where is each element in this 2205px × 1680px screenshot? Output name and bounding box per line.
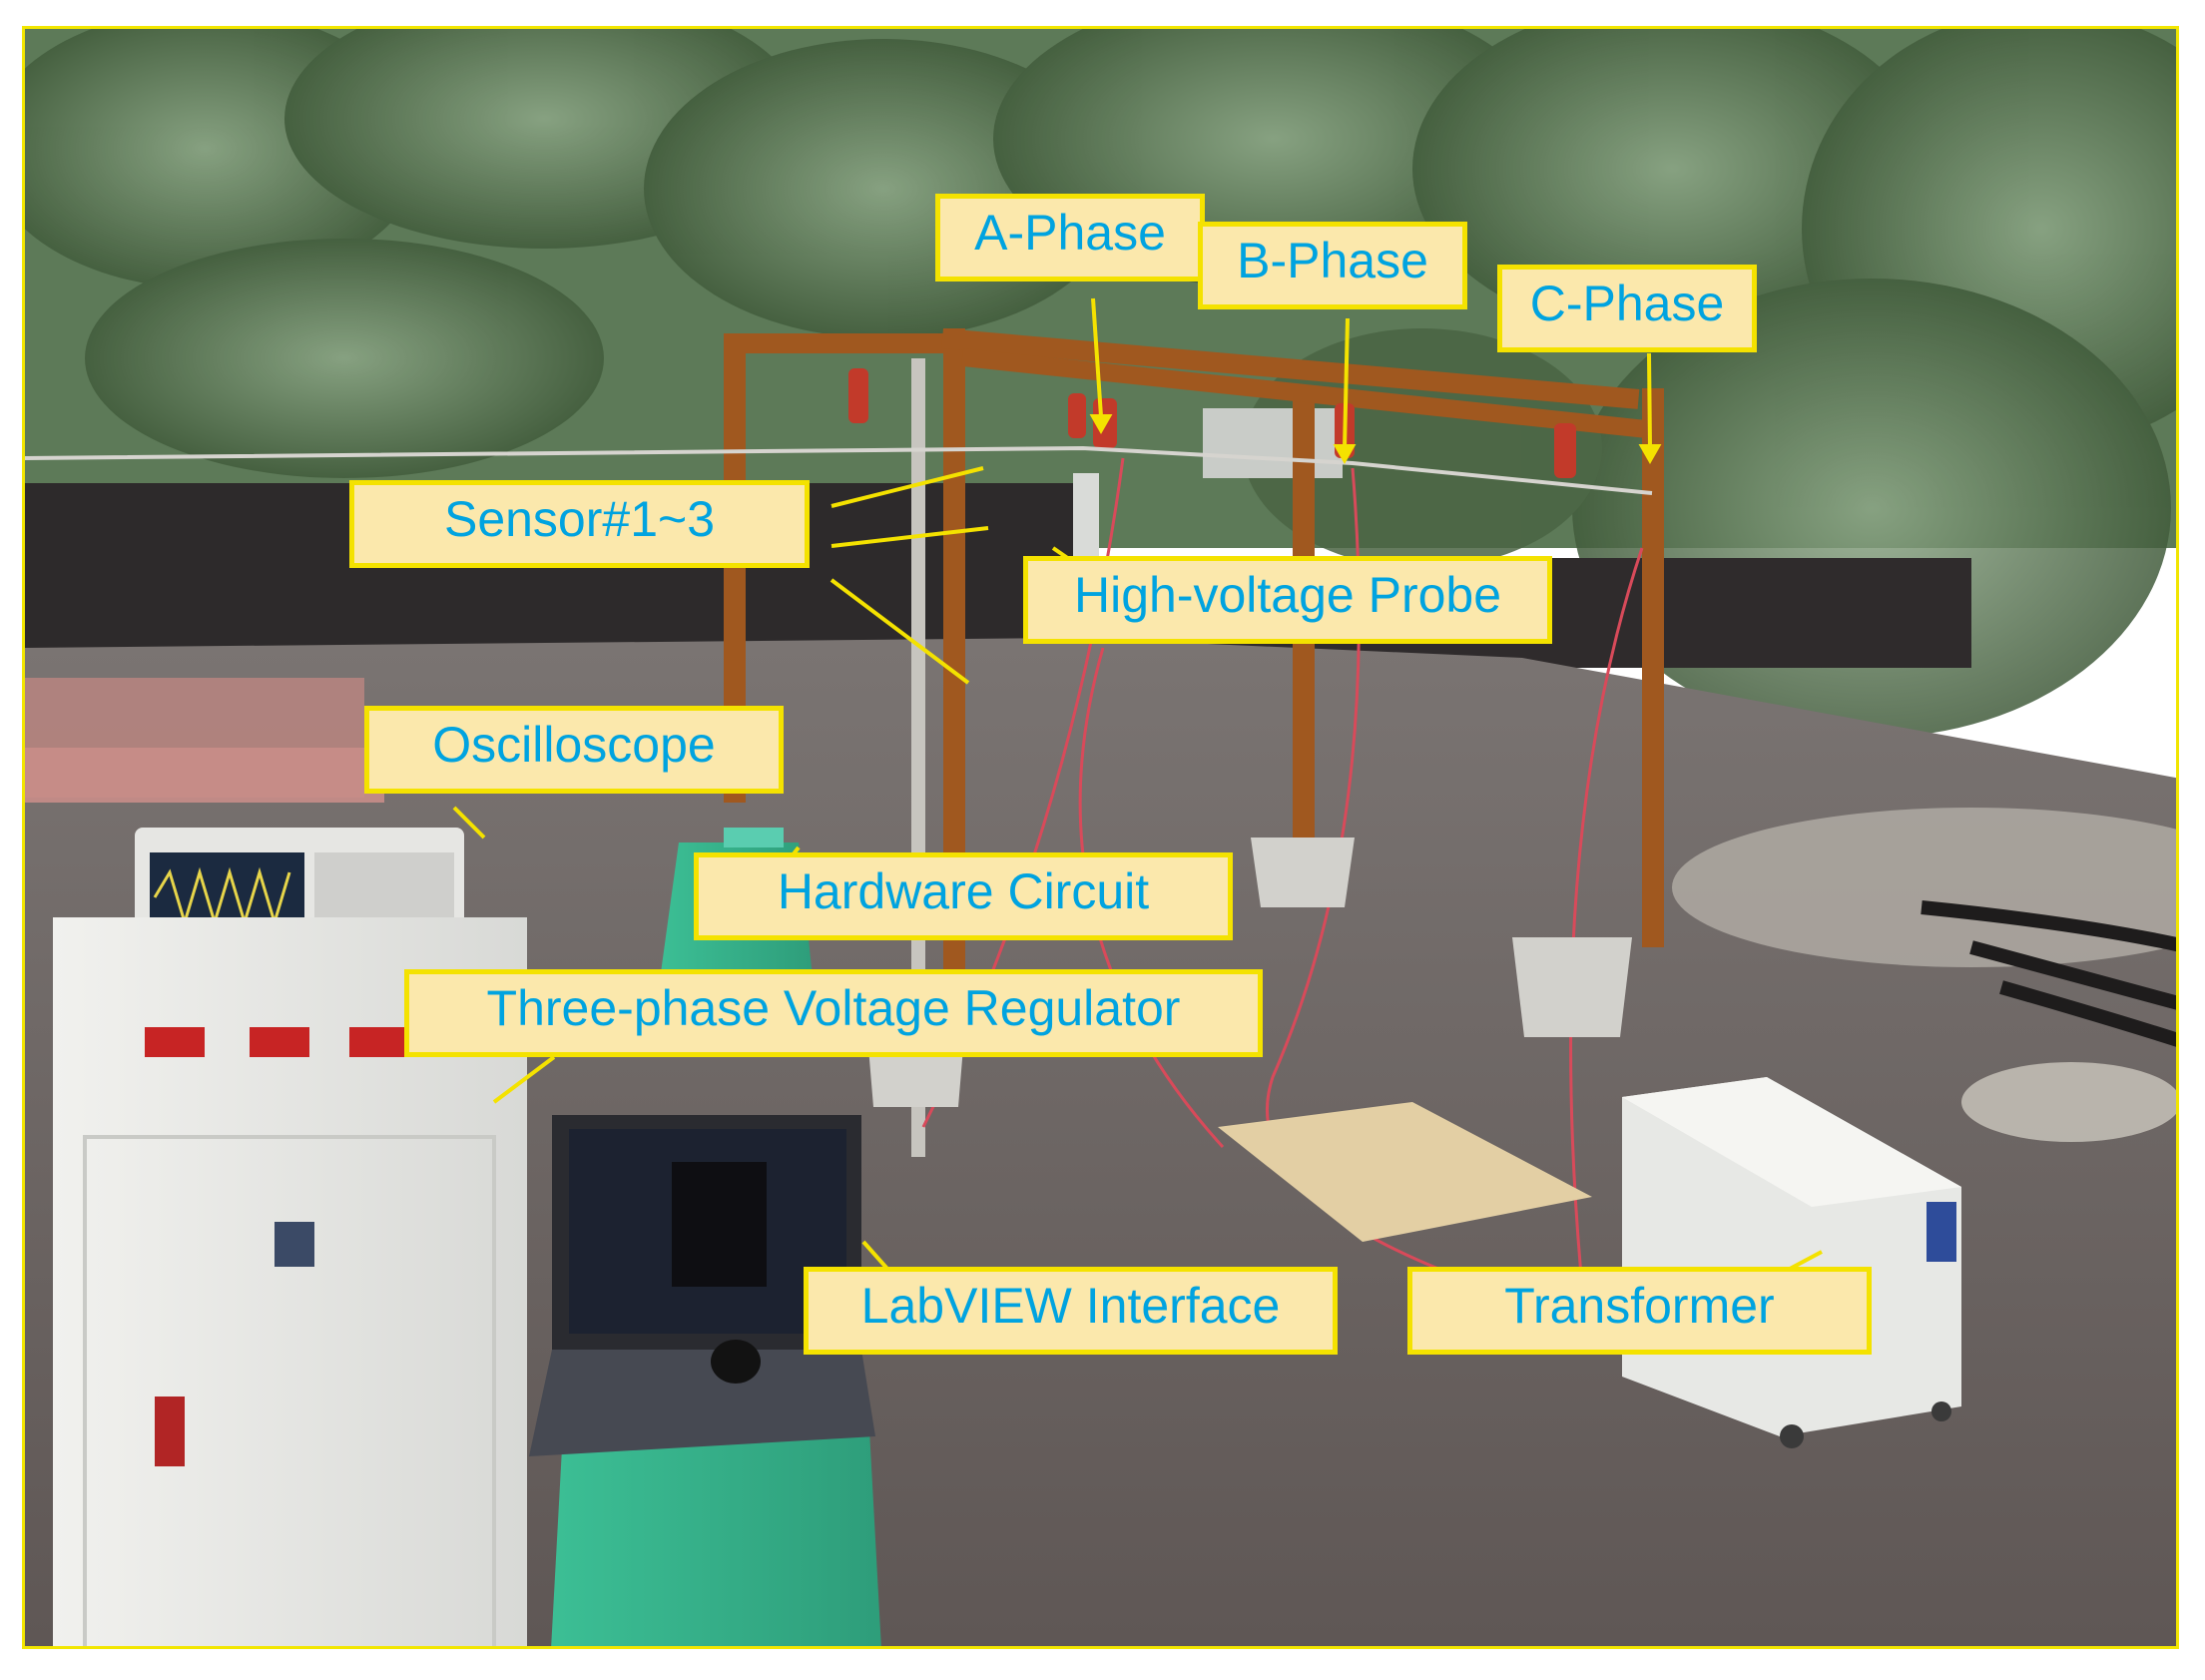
label-labview-interface: LabVIEW Interface (804, 1267, 1338, 1355)
wooden-gantry (724, 328, 1664, 987)
foliage-clusters (25, 29, 2176, 738)
label-oscilloscope: Oscilloscope (364, 706, 784, 794)
label-a-phase: A-Phase (935, 194, 1205, 281)
label-c-phase: C-Phase (1497, 265, 1757, 352)
overhead-conductor (25, 445, 1653, 495)
laptop (529, 1115, 875, 1456)
sky-patch (1203, 408, 1343, 478)
grounding-pole (911, 358, 925, 1157)
photo-frame: A-Phase B-Phase C-Phase Sensor#1~3 High-… (22, 26, 2179, 1649)
label-b-phase: B-Phase (1198, 222, 1467, 309)
plywood-board (1218, 1102, 1592, 1242)
label-voltage-regulator: Three-phase Voltage Regulator (404, 969, 1263, 1057)
label-hardware-circuit: Hardware Circuit (694, 852, 1233, 940)
red-cables (921, 457, 1644, 1329)
transformer-unit (1622, 1077, 1961, 1448)
black-hoses (1921, 900, 2176, 1047)
label-sensors: Sensor#1~3 (349, 480, 810, 568)
label-transformer: Transformer (1407, 1267, 1872, 1355)
field-test-photo (25, 29, 2176, 1646)
label-high-voltage-probe: High-voltage Probe (1023, 556, 1552, 644)
